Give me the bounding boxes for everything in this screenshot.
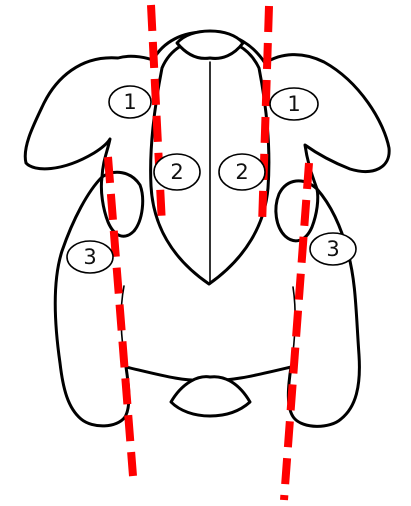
label-right-2-text: 2 <box>235 160 248 184</box>
tail-opening <box>171 377 250 416</box>
label-left-3-text: 3 <box>83 245 96 269</box>
label-right-1-text: 1 <box>287 92 300 116</box>
label-right-2: 2 <box>219 154 265 190</box>
label-left-2-text: 2 <box>170 160 183 184</box>
label-left-1: 1 <box>109 86 151 118</box>
label-left-3: 3 <box>67 241 113 273</box>
label-left-1-text: 1 <box>123 90 136 114</box>
label-right-3-text: 3 <box>326 237 339 261</box>
label-right-3: 3 <box>310 233 356 265</box>
label-left-2: 2 <box>154 154 200 190</box>
label-right-1: 1 <box>270 88 318 120</box>
